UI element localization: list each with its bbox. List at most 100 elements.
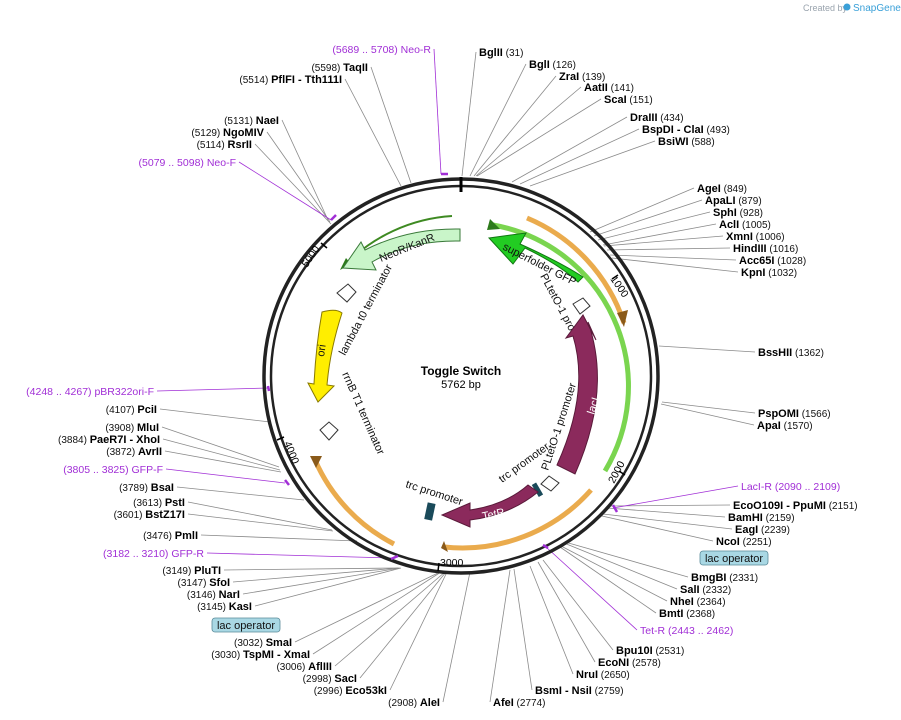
enzyme-labels: BglII (31)BglI (126)ZraI (139)AatII (141… [58,47,858,709]
enzyme-leader-apai [660,403,755,426]
enzyme-pluti: (3149) PluTI [162,565,221,577]
enzyme-paer7i-xhoi: (3884) PaeR7I - XhoI [58,434,160,446]
lambda-t0-terminator-label: lambda t0 terminator [337,262,395,357]
enzyme-ecoo109i-ppumi: EcoO109I - PpuMI (2151) [733,500,858,512]
tick-3000-line [437,562,440,572]
snapgene-brand: SnapGene [853,3,901,14]
enzyme-leader-bglii [461,51,477,177]
primer-leader-neo-r [433,48,442,175]
map-title: Toggle Switch [421,364,501,378]
enzyme-leader-sfoi [232,567,400,583]
enzyme-leader-pspomi [661,401,756,414]
superfolder-gfp-feature [487,232,584,283]
primer-marks [266,172,619,561]
enzyme-leader-nari [242,567,401,595]
enzyme-afliii: (3006) AflIII [276,661,332,673]
enzyme-leader-taqii [370,66,412,184]
enzyme-pspomi: PspOMI (1566) [758,408,831,420]
enzyme-leader-pluti [223,567,399,571]
lac-operator-mark-2 [424,502,436,521]
primer-mark-gfp-f [284,479,290,486]
enzyme-apali: ApaLI (879) [705,195,762,207]
enzyme-leader-acc65i [609,254,737,261]
enzyme-psti: (3613) PstI [133,497,185,509]
enzyme-leader-bmti [559,546,657,614]
rrnb-t1-terminator-icon [319,421,339,441]
primer-mark-laci-r [611,504,619,513]
enzyme-leader-bpu10i [542,559,614,651]
primer-gfp-r: (3182 .. 3210) GFP-R [103,548,204,560]
enzyme-leader-kpni [611,257,739,273]
orf-arc-2 [492,222,631,473]
enzyme-leader-psti [187,501,333,531]
enzyme-pmli: (3476) PmlI [143,530,198,542]
enzyme-leader-eagi [602,513,733,530]
enzyme-aatii: AatII (141) [584,82,634,94]
enzyme-bmti: BmtI (2368) [659,608,715,620]
orf-arc-2-head [487,219,500,230]
enzyme-leader-nrui [529,565,574,675]
enzyme-alei: (2908) AleI [388,697,440,709]
enzyme-sali: SalI (2332) [680,584,731,596]
tick-1000-line [611,274,619,280]
primer-labels: (5689 .. 5708) Neo-R (5079 .. 5098) Neo-F… [26,44,840,637]
primer-tet-r: Tet-R (2443 .. 2462) [640,625,733,637]
enzyme-hindiii: HindIII (1016) [733,243,798,255]
enzyme-leader-aatii [475,86,582,177]
enzyme-leader-bmgbi [564,541,689,578]
enzyme-pflfi-tth111i: (5514) PflFI - Tth111I [239,74,342,86]
ori-feature [307,309,343,403]
primer-leader-laci-r [612,485,739,509]
enzyme-leader-agei [589,187,695,233]
superfolder-gfp-label: superfolder GFP [501,241,578,288]
lac-operator-label-1: lac operator [705,553,763,565]
enzyme-leader-smai [294,571,441,643]
enzyme-tspmi-xmai: (3030) TspMI - XmaI [211,649,310,661]
enzyme-agei: AgeI (849) [697,183,747,195]
enzyme-leader-tspmi-xmai [312,571,442,655]
enzyme-ncoi: NcoI (2251) [716,536,772,548]
tick-2000-line [618,470,626,476]
enzyme-leader-afliii [334,571,446,667]
enzyme-leader-zrai [473,75,557,177]
laci-feature [556,314,598,475]
primer-leader-pbr322ori-f [156,387,269,392]
enzyme-leader-hindiii [606,247,731,251]
primer-leader-neo-f [238,161,332,221]
primer-neo-f: (5079 .. 5098) Neo-F [139,157,236,169]
enzyme-xmni: XmnI (1006) [726,231,785,243]
enzyme-nhei: NheI (2364) [670,596,726,608]
tick-5000: 5000 [300,243,323,269]
primer-leader-tet-r [545,546,638,631]
enzyme-rsrii: (5114) RsrII [197,139,252,151]
enzyme-smai: (3032) SmaI [234,637,292,649]
enzyme-leader-bsshii [658,345,756,353]
enzyme-bmgbi: BmgBI (2331) [691,572,758,584]
enzyme-eco53ki: (2996) Eco53kI [314,685,387,697]
enzyme-leader-paer7i-xhoi [162,438,281,471]
enzyme-leader-ngomiv [266,131,331,223]
enzyme-leader-pcii [159,408,271,423]
orf-arc-1 [526,215,627,324]
enzyme-leader-scai [476,98,602,177]
enzyme-leader-ecoo109i-ppumi [608,504,731,507]
enzyme-leader-sphi [597,211,711,241]
enzyme-leader-bstz17i [187,513,334,532]
primer-leader-gfp-r [206,552,392,559]
primer-neo-r: (5689 .. 5708) Neo-R [332,44,431,56]
enzyme-leader-afei [489,569,511,703]
lac-operator-box-1 [699,550,769,566]
enzyme-avrii: (3872) AvrII [106,446,162,458]
laci-label: lacI [585,396,602,416]
lac-operator-label-2: lac operator [217,620,275,632]
primer-mark-pbr322ori-f [266,385,271,392]
enzyme-leader-bsai [176,486,305,501]
enzyme-draiii: DraIII (434) [630,112,684,124]
enzyme-bsiwi: BsiWI (588) [658,136,715,148]
enzyme-leader-apali [593,199,703,237]
enzyme-sfoi: (3147) SfoI [178,577,230,589]
enzyme-bpu10i: Bpu10I (2531) [616,645,684,657]
primer-gfp-f: (3805 .. 3825) GFP-F [63,464,163,476]
